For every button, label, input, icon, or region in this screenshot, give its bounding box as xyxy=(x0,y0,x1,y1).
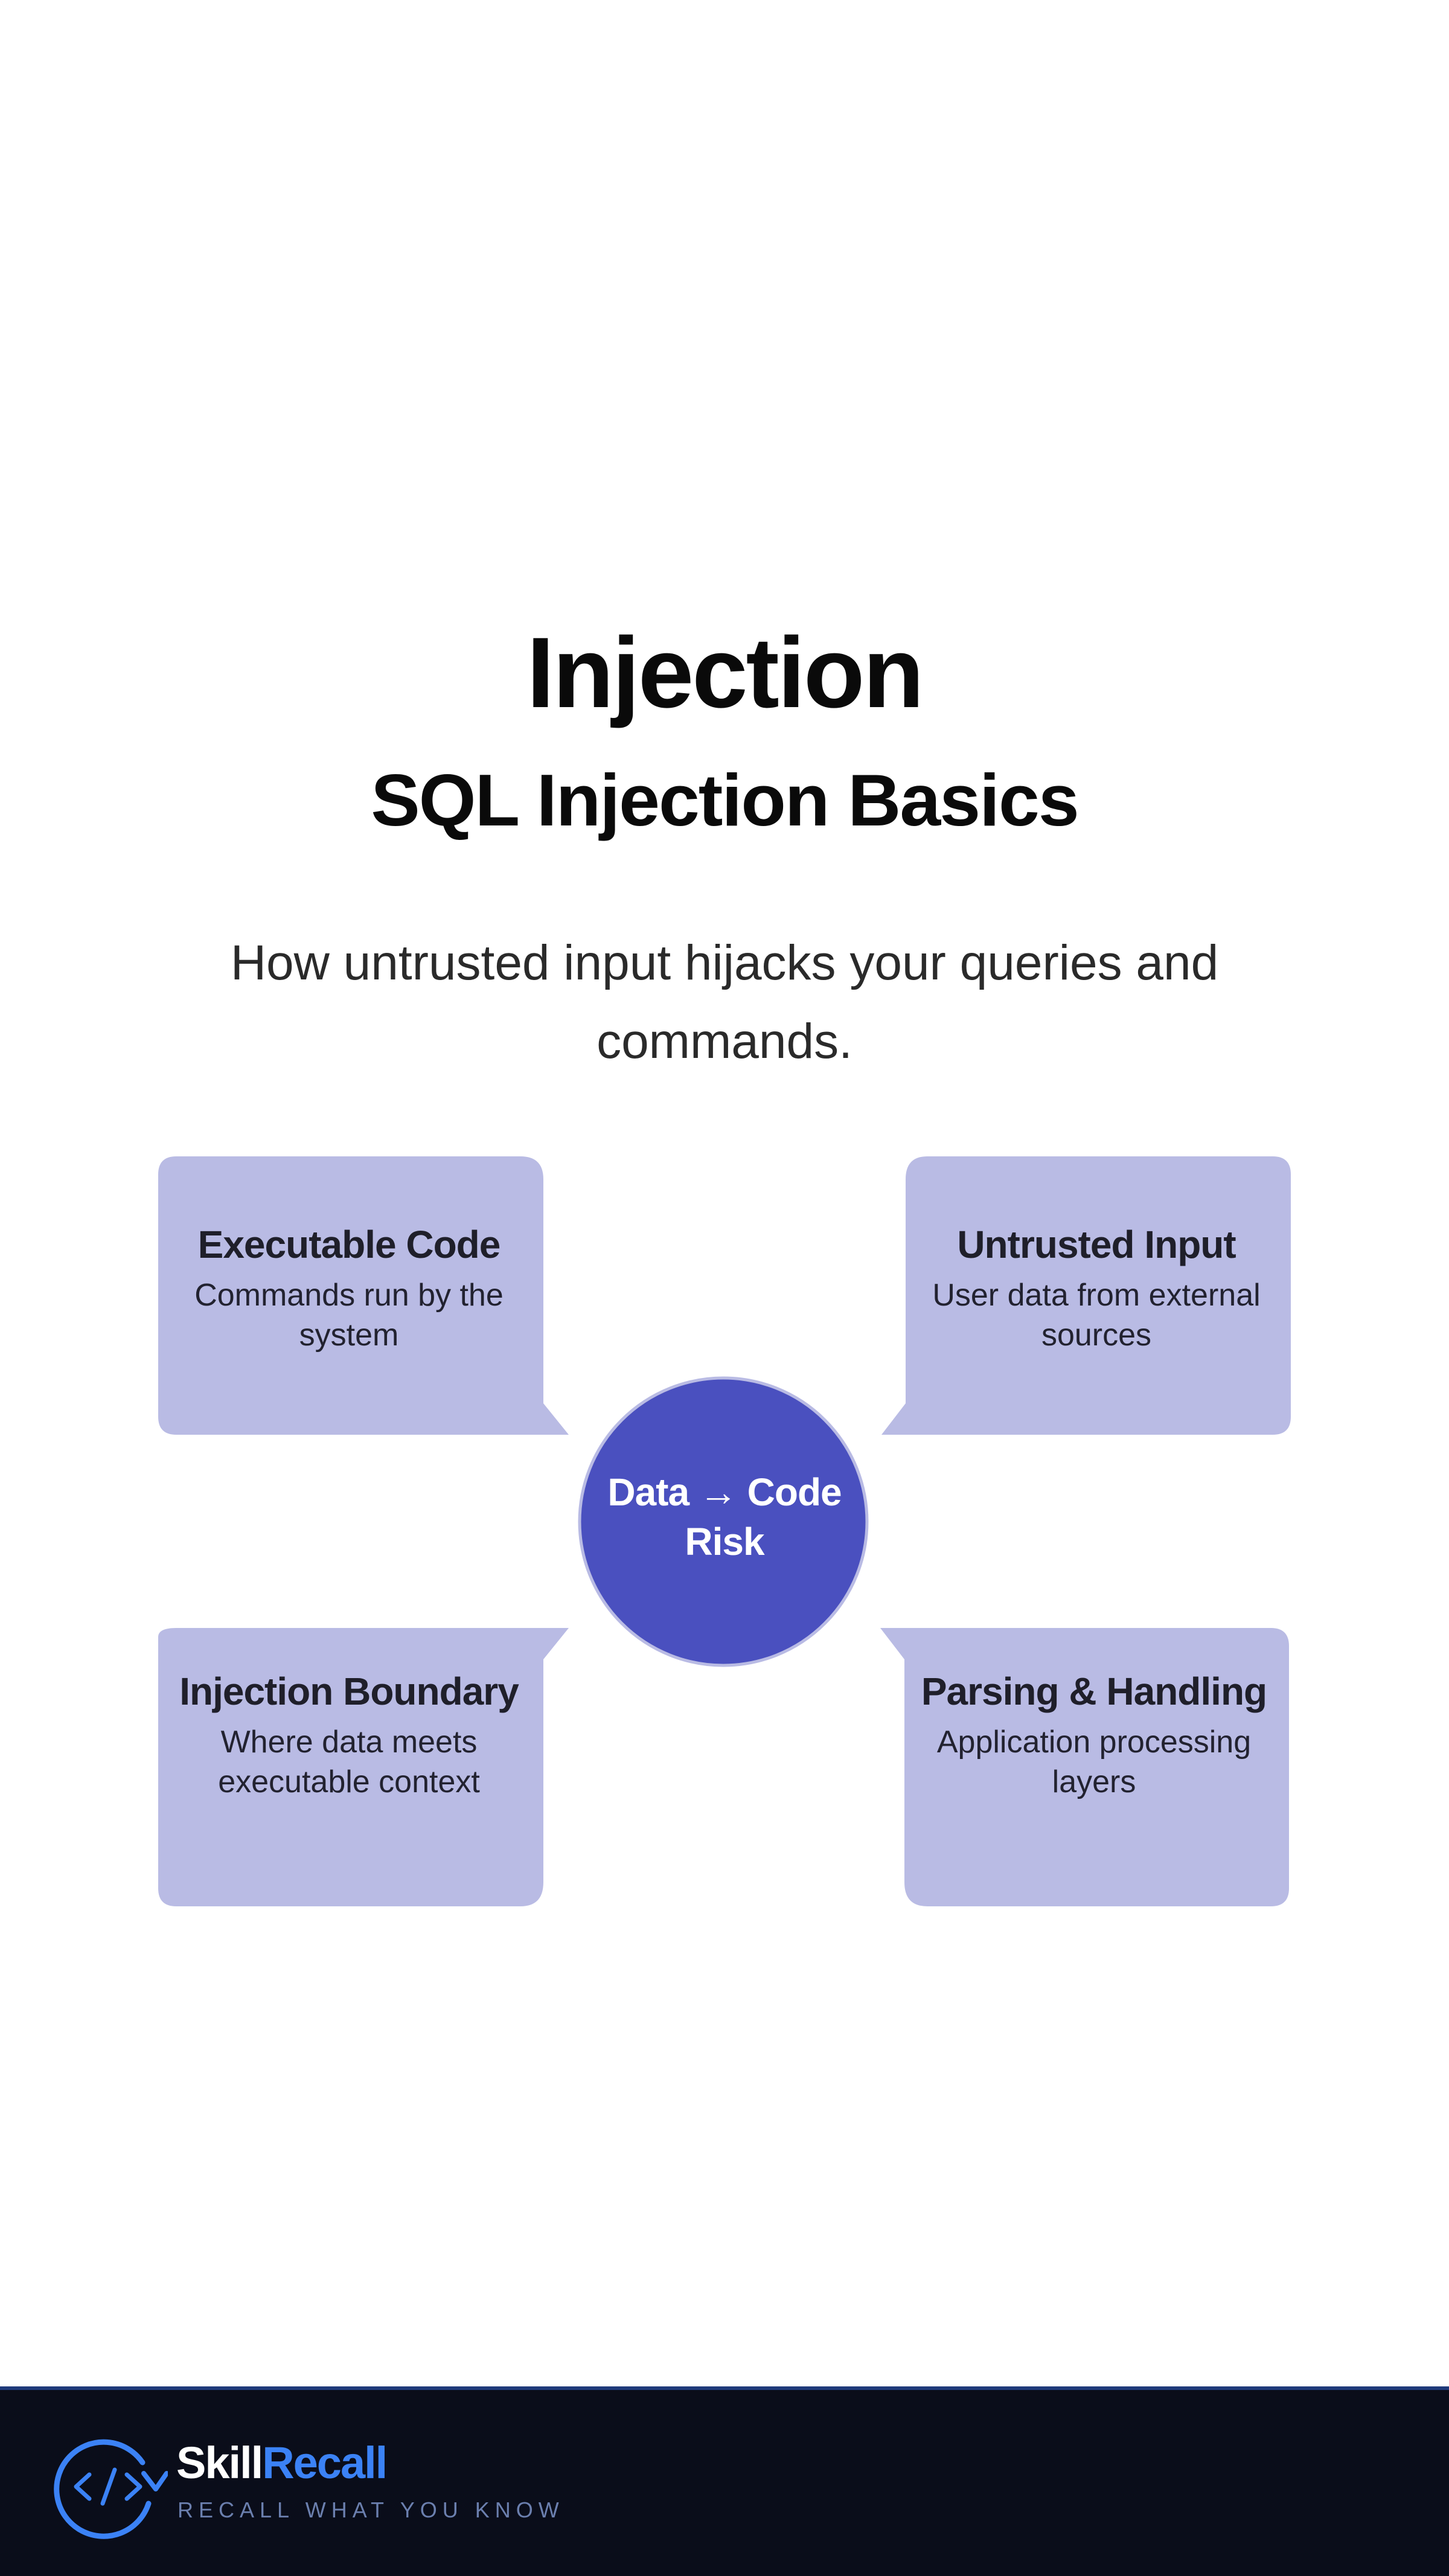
card-title: Injection Boundary xyxy=(179,1670,519,1713)
brand-slogan: RECALL WHAT YOU KNOW xyxy=(178,2498,565,2522)
card-untrusted-input: Untrusted Input User data from external … xyxy=(903,1220,1290,1355)
card-title: Untrusted Input xyxy=(957,1223,1236,1266)
card-description: Where data meets executable context xyxy=(218,1725,480,1799)
page-subtitle: SQL Injection Basics xyxy=(371,759,1079,841)
code-brackets-icon xyxy=(54,2439,168,2539)
brand-part-recall: Recall xyxy=(262,2438,388,2488)
card-executable-code: Executable Code Commands run by the syst… xyxy=(156,1220,542,1355)
card-shape-executable-code xyxy=(158,1156,569,1435)
card-title: Executable Code xyxy=(197,1223,501,1266)
card-description: Application processing layers xyxy=(936,1725,1252,1799)
card-title: Parsing & Handling xyxy=(921,1670,1267,1713)
footer: SkillRecall RECALL WHAT YOU KNOW xyxy=(0,2386,1449,2576)
page-tagline: How untrusted input hijacks your queries… xyxy=(230,935,1219,1069)
card-shape-parsing-handling xyxy=(880,1628,1289,1906)
brand-part-skill: Skill xyxy=(176,2438,263,2488)
card-injection-boundary: Injection Boundary Where data meets exec… xyxy=(156,1667,542,1802)
card-shape-untrusted-input xyxy=(881,1156,1291,1435)
hub-circle xyxy=(578,1376,869,1667)
concept-diagram: Executable Code Commands run by the syst… xyxy=(0,1147,1449,1932)
card-shape-injection-boundary xyxy=(158,1628,569,1906)
brand-name: SkillRecall xyxy=(176,2437,388,2488)
hub-label: Data → Code Risk xyxy=(607,1470,842,1563)
card-parsing-handling: Parsing & Handling Application processin… xyxy=(901,1667,1287,1802)
card-description: User data from external sources xyxy=(932,1278,1261,1353)
card-description: Commands run by the system xyxy=(194,1278,504,1353)
diagram-shapes xyxy=(158,1156,1291,1906)
page-title: Injection xyxy=(526,617,924,729)
